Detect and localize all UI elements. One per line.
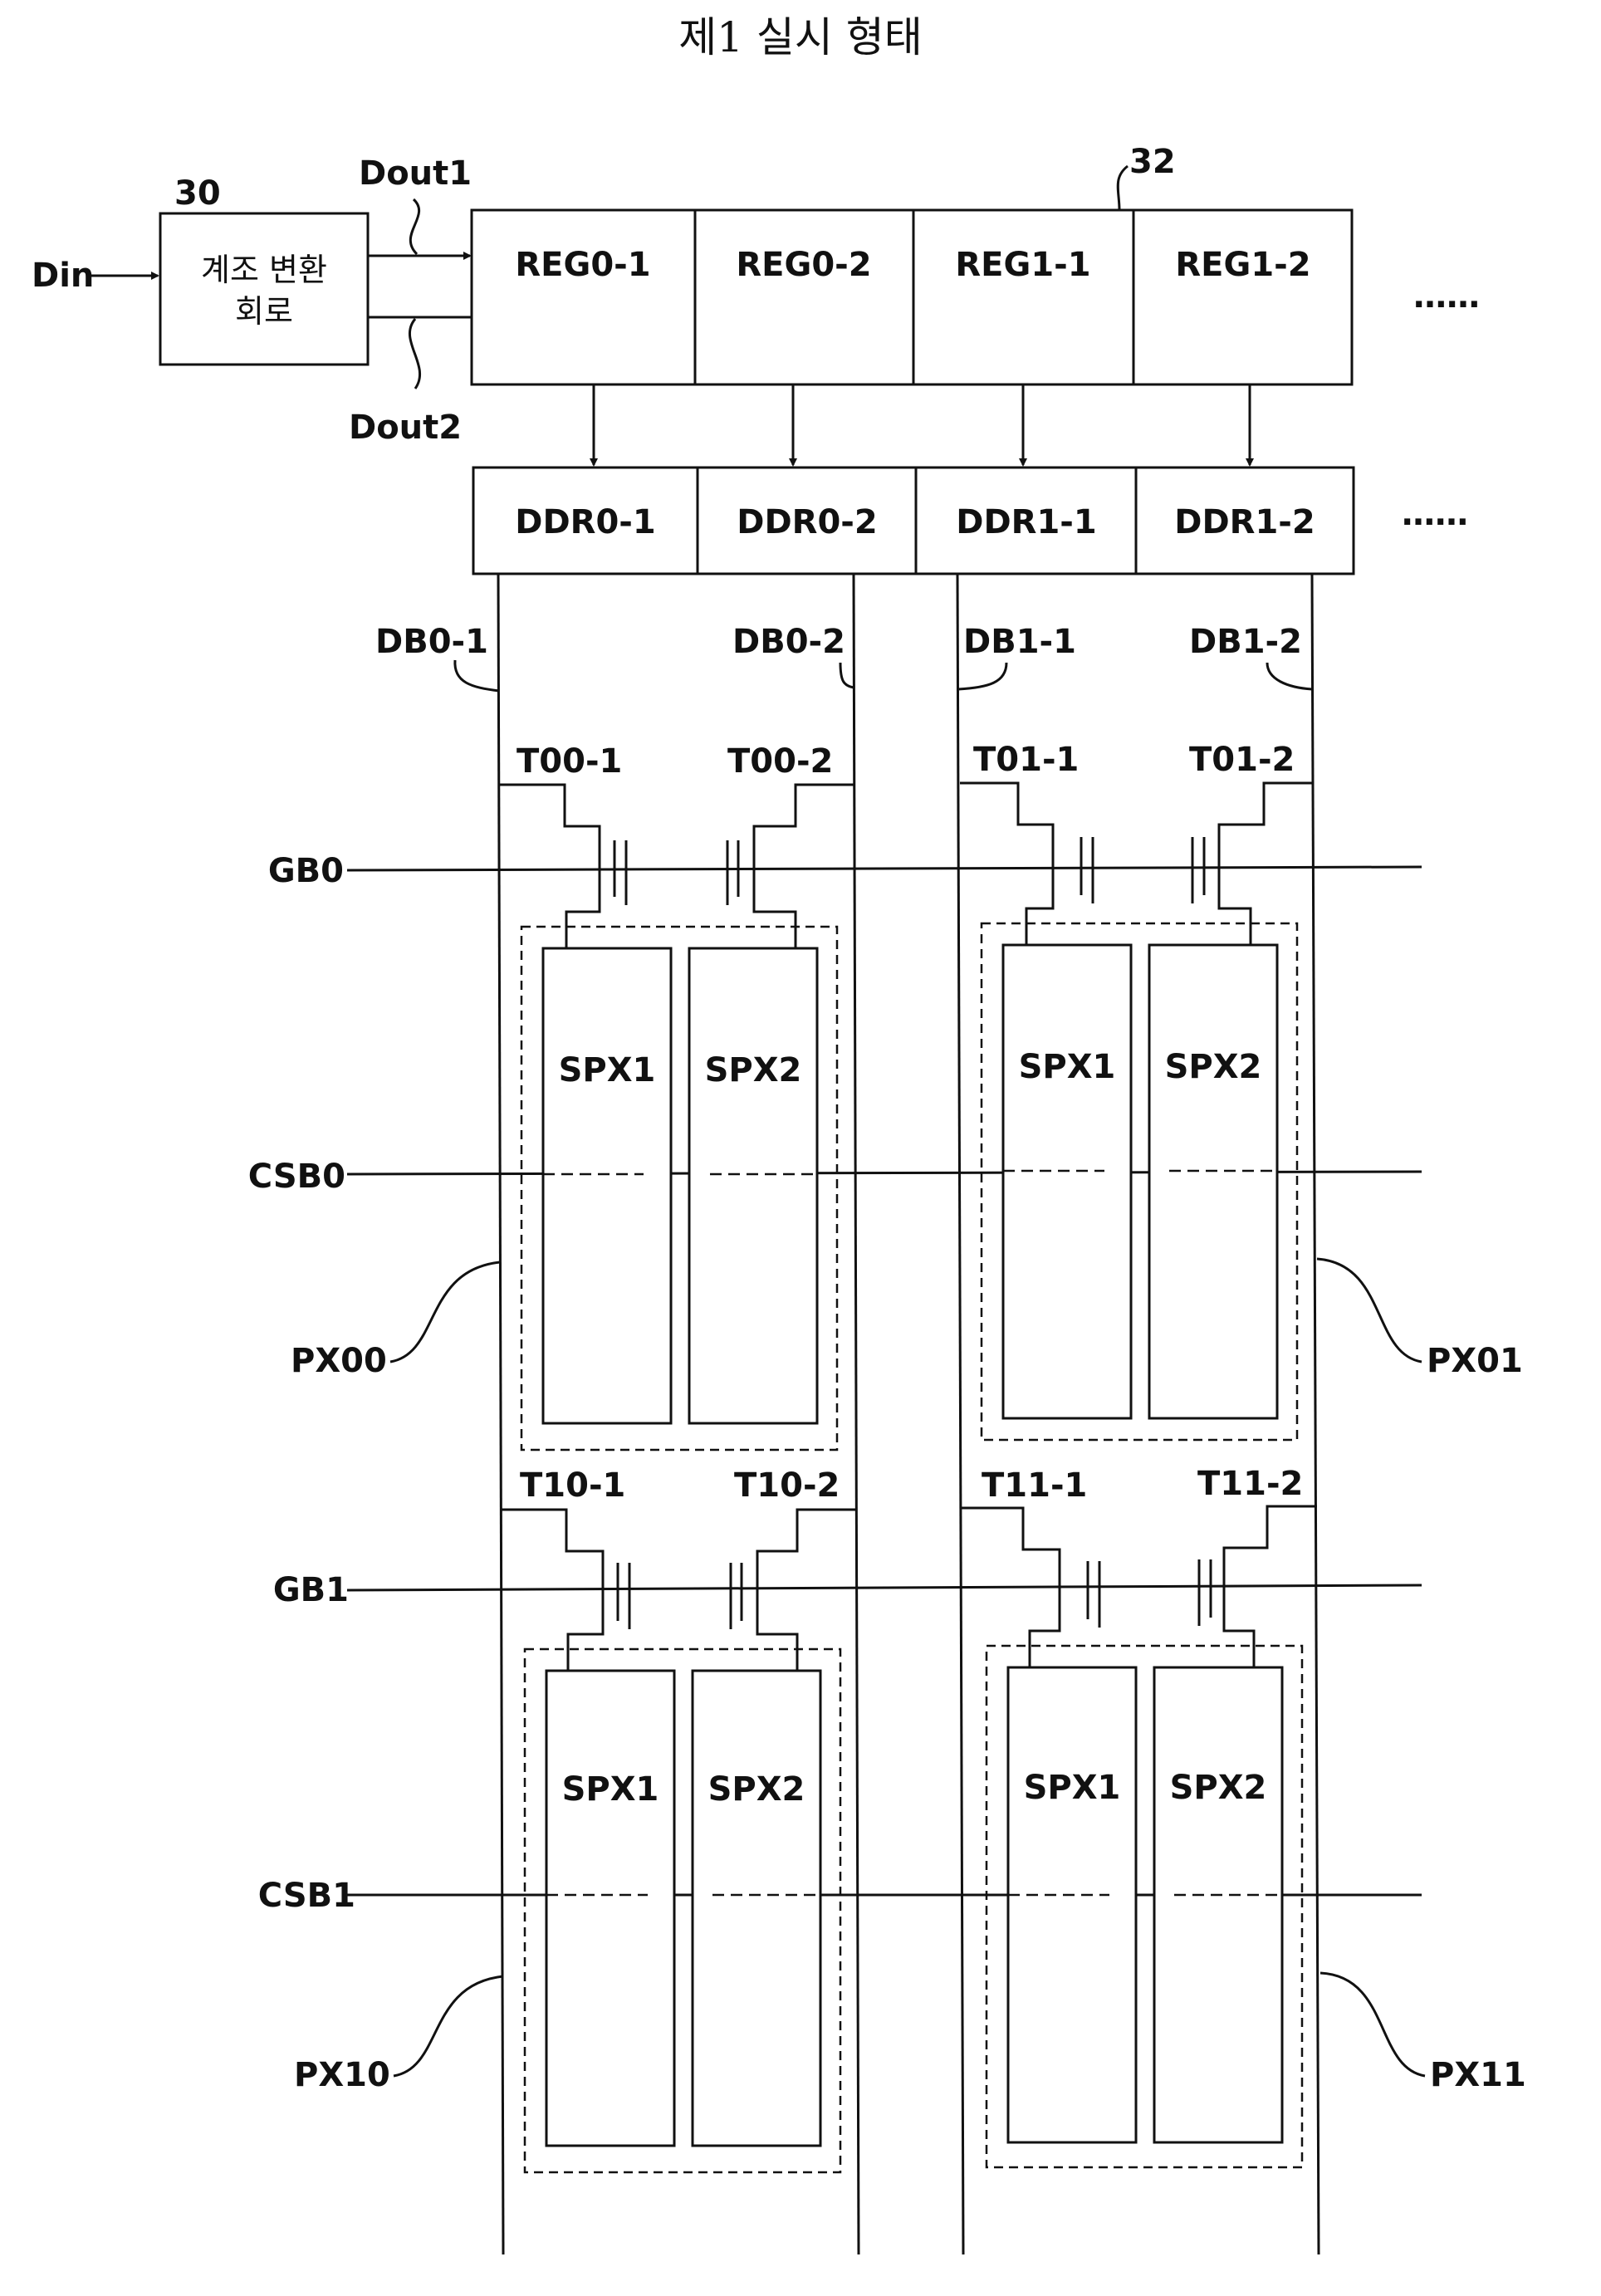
subpixel-electrode — [1008, 1667, 1136, 2142]
register-label: REG0-2 — [736, 246, 871, 284]
transistor-symbol — [1192, 783, 1314, 945]
subpixel-electrode — [1149, 945, 1277, 1418]
data-bus-leader — [958, 663, 1006, 689]
transistor-label: T01-2 — [1189, 741, 1295, 779]
subpixel-electrode — [546, 1671, 674, 2146]
register-row: REG0-1 REG0-2 REG1-1 REG1-2 — [472, 210, 1352, 384]
subpixel-electrode — [1003, 945, 1131, 1418]
pixel-leader — [390, 1262, 500, 1362]
cs-bus-label: CSB1 — [258, 1877, 355, 1915]
subpixel-label: SPX1 — [559, 1051, 656, 1089]
pixel-leader — [1320, 1973, 1425, 2076]
pixel-leader — [394, 1976, 503, 2076]
transistor-symbol — [960, 783, 1093, 945]
converter-box — [160, 213, 368, 365]
gate-bus-label: GB0 — [268, 852, 344, 890]
data-bus-label: DB1-1 — [963, 623, 1076, 661]
subpixel-electrode — [543, 948, 671, 1423]
driver-row: DDR0-1 DDR0-2 DDR1-1 DDR1-2 — [473, 468, 1354, 574]
dout2-leader — [409, 319, 419, 389]
gate-bus-line — [347, 867, 1422, 870]
transistor-symbol — [731, 1510, 857, 1671]
data-bus-leader — [455, 660, 499, 691]
converter-label-line1: 계조 변환 — [201, 252, 327, 288]
pixel-label: PX01 — [1427, 1342, 1523, 1380]
subpixel-label: SPX1 — [1019, 1048, 1116, 1086]
register-ref-leader — [1118, 166, 1128, 210]
transistor-label: T01-1 — [973, 741, 1079, 779]
pixel-label: PX00 — [291, 1342, 387, 1380]
register-label: REG1-1 — [955, 246, 1090, 284]
dout1-label: Dout1 — [359, 154, 472, 193]
subpixel-label: SPX1 — [562, 1770, 659, 1809]
pixel-block: SPX1 SPX2 — [525, 1649, 840, 2172]
driver-label: DDR1-1 — [956, 503, 1096, 541]
driver-ellipsis: …… — [1402, 495, 1468, 533]
subpixel-electrode — [689, 948, 817, 1423]
data-bus-line — [1312, 574, 1319, 2254]
transistor-symbol — [727, 785, 855, 948]
transistor-label: T10-2 — [734, 1466, 840, 1505]
transistor-label: T00-1 — [517, 742, 622, 781]
cs-bus-label: CSB0 — [248, 1158, 345, 1196]
subpixel-electrode — [693, 1671, 820, 2146]
data-bus-line — [957, 574, 963, 2254]
driver-label: DDR1-2 — [1174, 503, 1315, 541]
transistor-symbol — [500, 785, 626, 948]
din-label: Din — [32, 257, 94, 295]
data-bus-label: DB0-2 — [732, 623, 845, 661]
subpixel-label: SPX2 — [708, 1770, 805, 1809]
dout1-leader — [410, 199, 419, 254]
data-bus-label: DB0-1 — [375, 623, 488, 661]
data-bus-leader — [1267, 663, 1312, 689]
subpixel-label: SPX1 — [1024, 1769, 1121, 1807]
pixel-label: PX11 — [1430, 2056, 1526, 2094]
pixel-block: SPX1 SPX2 — [982, 923, 1297, 1440]
register-label: REG1-2 — [1175, 246, 1310, 284]
transistor-label: T10-1 — [520, 1466, 625, 1505]
register-ref-number: 32 — [1129, 143, 1176, 181]
converter-label-line2: 회로 — [235, 293, 293, 330]
transistor-label: T00-2 — [727, 742, 833, 781]
data-bus-line — [498, 574, 503, 2254]
subpixel-label: SPX2 — [705, 1051, 802, 1089]
driver-label: DDR0-2 — [737, 503, 877, 541]
pixel-block: SPX1 SPX2 — [987, 1646, 1302, 2167]
gate-bus-label: GB1 — [273, 1571, 349, 1609]
pixel-label: PX10 — [294, 2056, 390, 2094]
register-label: REG0-1 — [515, 246, 650, 284]
converter-ref-number: 30 — [174, 174, 221, 213]
transistor-label: T11-1 — [982, 1466, 1087, 1505]
register-ellipsis: …… — [1413, 277, 1480, 316]
subpixel-label: SPX2 — [1170, 1769, 1267, 1807]
data-bus-label: DB1-2 — [1189, 623, 1302, 661]
data-bus-line — [854, 574, 859, 2254]
pixel-leader — [1317, 1259, 1422, 1362]
driver-label: DDR0-1 — [515, 503, 655, 541]
subpixel-electrode — [1154, 1667, 1282, 2142]
pixel-block: SPX1 SPX2 — [521, 927, 837, 1450]
register-row-frame — [472, 210, 1352, 384]
transistor-label: T11-2 — [1197, 1465, 1303, 1503]
gate-bus-line — [347, 1585, 1422, 1590]
figure-title: 제1 실시 형태 — [678, 13, 923, 61]
dout2-label: Dout2 — [349, 409, 462, 447]
subpixel-label: SPX2 — [1165, 1048, 1262, 1086]
gradation-converter: 계조 변환 회로 30 — [160, 174, 368, 365]
data-bus-leader — [840, 663, 854, 688]
